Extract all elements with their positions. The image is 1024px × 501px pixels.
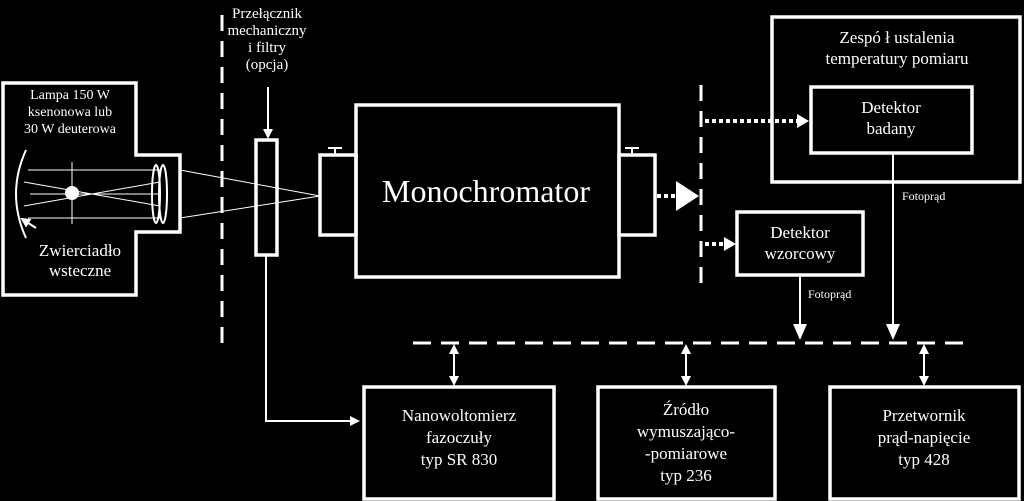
chopper-filter-box [254, 138, 279, 257]
slit-knob-icon [625, 147, 639, 155]
source-label-line: typ 236 [660, 466, 711, 485]
beam-to-test-detector-arrowhead [797, 114, 809, 128]
monochromator-block: Monochromator [318, 103, 657, 279]
reference-detector-label-line: Detektor [770, 223, 830, 242]
chopper-label-line: mechaniczny [227, 23, 307, 39]
source-label-line: wymuszająco- [637, 422, 736, 441]
lockin-label-line: Nanowoltomierz [402, 406, 517, 425]
monochromator-exit-slit [617, 153, 657, 237]
chopper-reference-line [265, 255, 360, 426]
lamp-label-line: ksenonowa lub [28, 105, 112, 120]
converter-block: Przetwornik prąd-napięcie typ 428 [828, 385, 1021, 501]
source-label-line: -pomiarowe [645, 444, 727, 463]
lockin-label-line: typ SR 830 [421, 450, 498, 469]
output-beam-arrowhead [676, 181, 699, 211]
lamp-housing-outline [1, 81, 182, 297]
back-mirror [15, 149, 27, 239]
test-detector-label-line: badany [866, 119, 916, 138]
reference-detector-label-line: wzorcowy [765, 244, 836, 263]
mirror-pointer-arrow [20, 217, 37, 229]
temperature-unit-block: Zespó ł ustalenia temperatury pomiaru De… [770, 15, 1022, 184]
converter-label-line: prąd-napięcie [878, 428, 971, 447]
mirror-label-line: wsteczne [49, 261, 111, 280]
chopper-block: Przełącznik mechaniczny i filtry (opcja) [227, 6, 307, 257]
lamp-label-line: 30 W deuterowa [24, 122, 117, 137]
converter-label-line: Przetwornik [882, 406, 966, 425]
temperature-unit-label-line: temperatury pomiaru [825, 49, 969, 68]
test-detector-current-arrowhead [886, 324, 900, 340]
test-detector-current-label: Fotoprąd [902, 189, 945, 203]
source-block: Źródło wymuszająco- -pomiarowe typ 236 [596, 385, 777, 501]
converter-box [828, 385, 1021, 501]
slit-knob-icon [328, 147, 342, 155]
lockin-label-line: fazoczuły [426, 428, 493, 447]
mirror-label-line: Zwierciadło [39, 241, 121, 260]
source-label-line: Źródło [663, 400, 709, 419]
chopper-label-line: Przełącznik [232, 6, 302, 22]
lamp-housing: Lampa 150 W ksenonowa lub 30 W deuterowa… [1, 81, 182, 297]
reference-detector-current-label: Fotoprąd [808, 287, 851, 301]
lockin-box [362, 385, 556, 501]
lamp-label-line: Lampa 150 W [30, 88, 111, 103]
test-detector-box [809, 85, 974, 155]
beam-to-reference-detector-arrowhead [724, 237, 736, 251]
chopper-label-line: i filtry [248, 40, 286, 56]
test-detector-label-line: Detektor [861, 98, 921, 117]
lockin-block: Nanowoltomierz fazoczuły typ SR 830 [362, 385, 556, 501]
chopper-label-line: (opcja) [246, 57, 288, 73]
converter-label-line: typ 428 [898, 450, 949, 469]
temperature-unit-box [770, 15, 1022, 184]
temperature-unit-label-line: Zespó ł ustalenia [839, 28, 955, 47]
reference-detector-block: Detektor wzorcowy [735, 210, 865, 277]
monochromator-entrance-slit [318, 153, 358, 237]
monochromator-label: Monochromator [382, 173, 590, 209]
reference-detector-current-arrowhead [793, 324, 807, 340]
beam-lines [179, 169, 321, 219]
condenser-lens [158, 164, 168, 224]
source-box [596, 385, 777, 501]
